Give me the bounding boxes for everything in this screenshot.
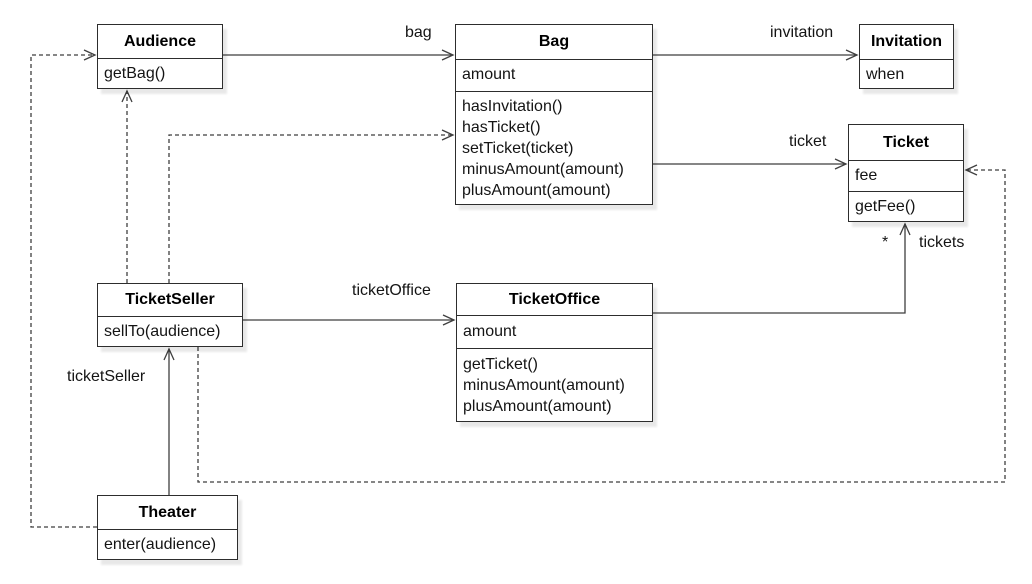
method: plusAmount(amount) [463, 398, 612, 415]
class-ticketseller-methods: sellTo(audience) [98, 316, 242, 346]
class-ticketoffice-attributes: amount [457, 315, 652, 348]
method: setTicket(ticket) [462, 140, 574, 157]
method: minusAmount(amount) [462, 161, 624, 178]
edge-label-multiplicity-star: * [882, 234, 889, 251]
attribute: when [866, 66, 905, 83]
class-ticketoffice: TicketOffice amount getTicket() minusAmo… [456, 283, 653, 422]
method: getBag() [104, 65, 166, 82]
class-theater-title: Theater [138, 503, 197, 521]
class-audience-title: Audience [123, 32, 196, 50]
edge-label-ticket: ticket [789, 133, 827, 150]
edge-label-invitation: invitation [770, 24, 834, 41]
class-theater-methods: enter(audience) [98, 529, 237, 559]
edge-label-bag: bag [405, 24, 432, 41]
method: getFee() [855, 198, 916, 215]
edge-label-tickets: tickets [919, 234, 965, 251]
attribute: amount [463, 323, 517, 340]
class-audience-methods: getBag() [98, 58, 222, 88]
edge-ticketoffice-ticket [653, 222, 911, 314]
method: hasTicket() [462, 119, 541, 136]
class-audience: Audience getBag() [97, 24, 223, 89]
attribute: fee [855, 167, 878, 184]
method: minusAmount(amount) [463, 377, 625, 394]
class-ticketoffice-title: TicketOffice [508, 290, 601, 308]
edge-ticketseller-bag-dependency [168, 129, 455, 283]
method: hasInvitation() [462, 98, 563, 115]
class-ticket-attributes: fee [849, 160, 963, 191]
attribute: amount [462, 66, 516, 83]
method: getTicket() [463, 356, 538, 373]
class-invitation-attributes: when [860, 59, 953, 88]
class-theater: Theater enter(audience) [97, 495, 238, 560]
class-bag-methods: hasInvitation() hasTicket() setTicket(ti… [456, 91, 652, 204]
class-ticketseller: TicketSeller sellTo(audience) [97, 283, 243, 347]
method: enter(audience) [104, 536, 217, 553]
class-bag-title: Bag [538, 33, 570, 50]
class-ticket-title: Ticket [883, 133, 929, 151]
method: sellTo(audience) [104, 323, 221, 340]
method: plusAmount(amount) [462, 182, 611, 199]
class-bag-attributes: amount [456, 59, 652, 91]
class-ticket-methods: getFee() [849, 191, 963, 221]
class-ticketseller-title: TicketSeller [125, 291, 215, 308]
class-ticketoffice-methods: getTicket() minusAmount(amount) plusAmou… [457, 348, 652, 421]
class-invitation-title: Invitation [870, 33, 943, 50]
class-invitation: Invitation when [859, 24, 954, 89]
edge-label-ticketoffice: ticketOffice [352, 282, 431, 299]
edge-ticketseller-ticket-dependency [197, 164, 1006, 483]
class-ticket: Ticket fee getFee() [848, 124, 964, 222]
class-bag: Bag amount hasInvitation() hasTicket() s… [455, 24, 653, 205]
edge-theater-audience-dependency [30, 49, 97, 528]
edge-label-ticketseller: ticketSeller [67, 368, 146, 385]
